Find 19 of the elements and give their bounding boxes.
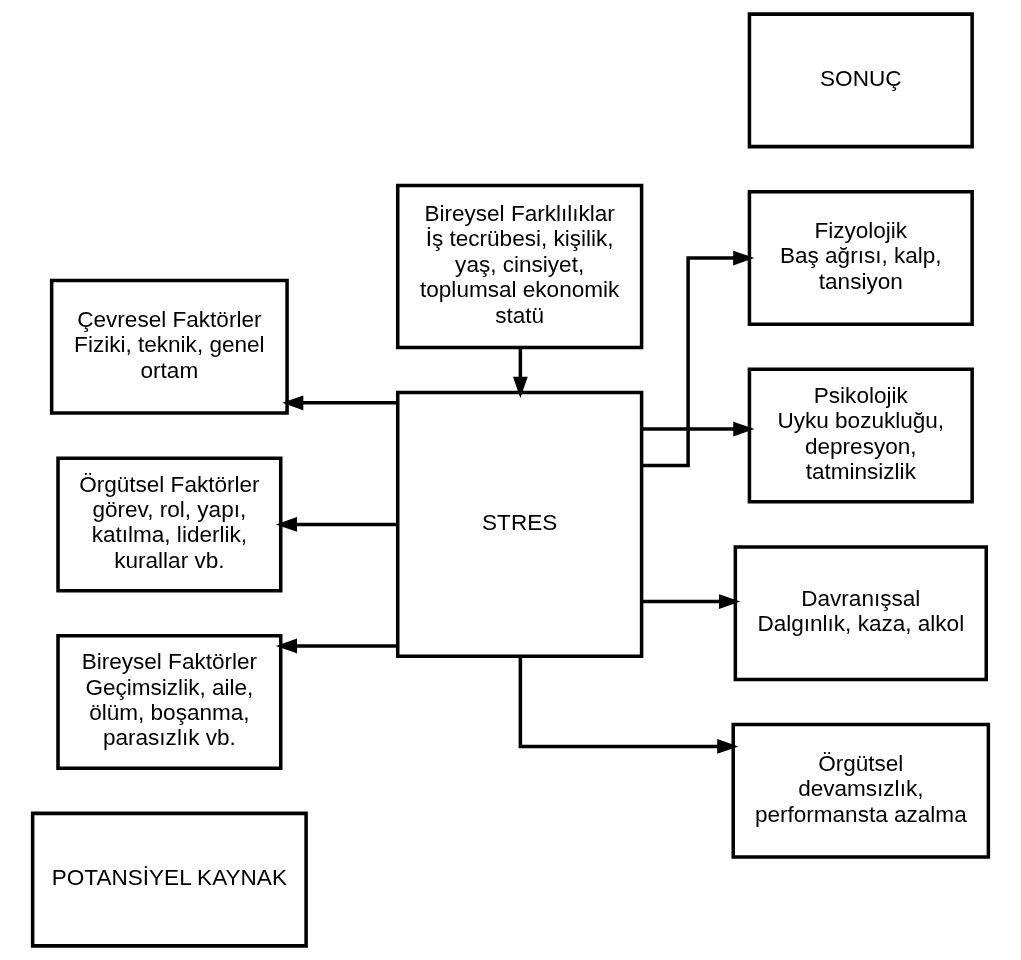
arrow bbox=[641, 421, 755, 437]
node-box: Örgütsel Faktörler görev, rol, yapı, katılma, liderlik, kurallar vb. bbox=[56, 456, 283, 593]
node-box: Fizyolojik Baş ağrısı, kalp, tansiyon bbox=[747, 189, 974, 326]
arrow bbox=[641, 250, 755, 468]
arrow bbox=[641, 594, 741, 609]
node-box: SONUÇ bbox=[747, 12, 974, 149]
node-box: Örgütsel devamsızlık, performansta azalma bbox=[731, 722, 991, 859]
node-box: STRES bbox=[395, 390, 644, 658]
arrow bbox=[512, 347, 528, 398]
node-box: Davranışsal Dalgınlık, kaza, alkol bbox=[733, 545, 988, 682]
arrow bbox=[518, 656, 739, 754]
node-box: POTANSİYEL KAYNAK bbox=[30, 811, 308, 948]
node-box: Bireysel Farklılıklar İş tecrübesi, kişilik, yaş, cinsiyet, toplumsal ekonomik statü bbox=[395, 183, 644, 350]
arrow bbox=[275, 517, 398, 532]
arrow bbox=[275, 638, 398, 654]
node-box: Psikolojik Uyku bozukluğu, depresyon, tatminsizlik bbox=[747, 367, 974, 504]
arrow bbox=[282, 395, 398, 411]
node-box: Çevresel Faktörler Fiziki, teknik, genel ortam bbox=[49, 278, 289, 415]
node-box: Bireysel Faktörler Geçimsizlik, aile, ölüm, boşanma, parasızlık vb. bbox=[56, 634, 283, 771]
